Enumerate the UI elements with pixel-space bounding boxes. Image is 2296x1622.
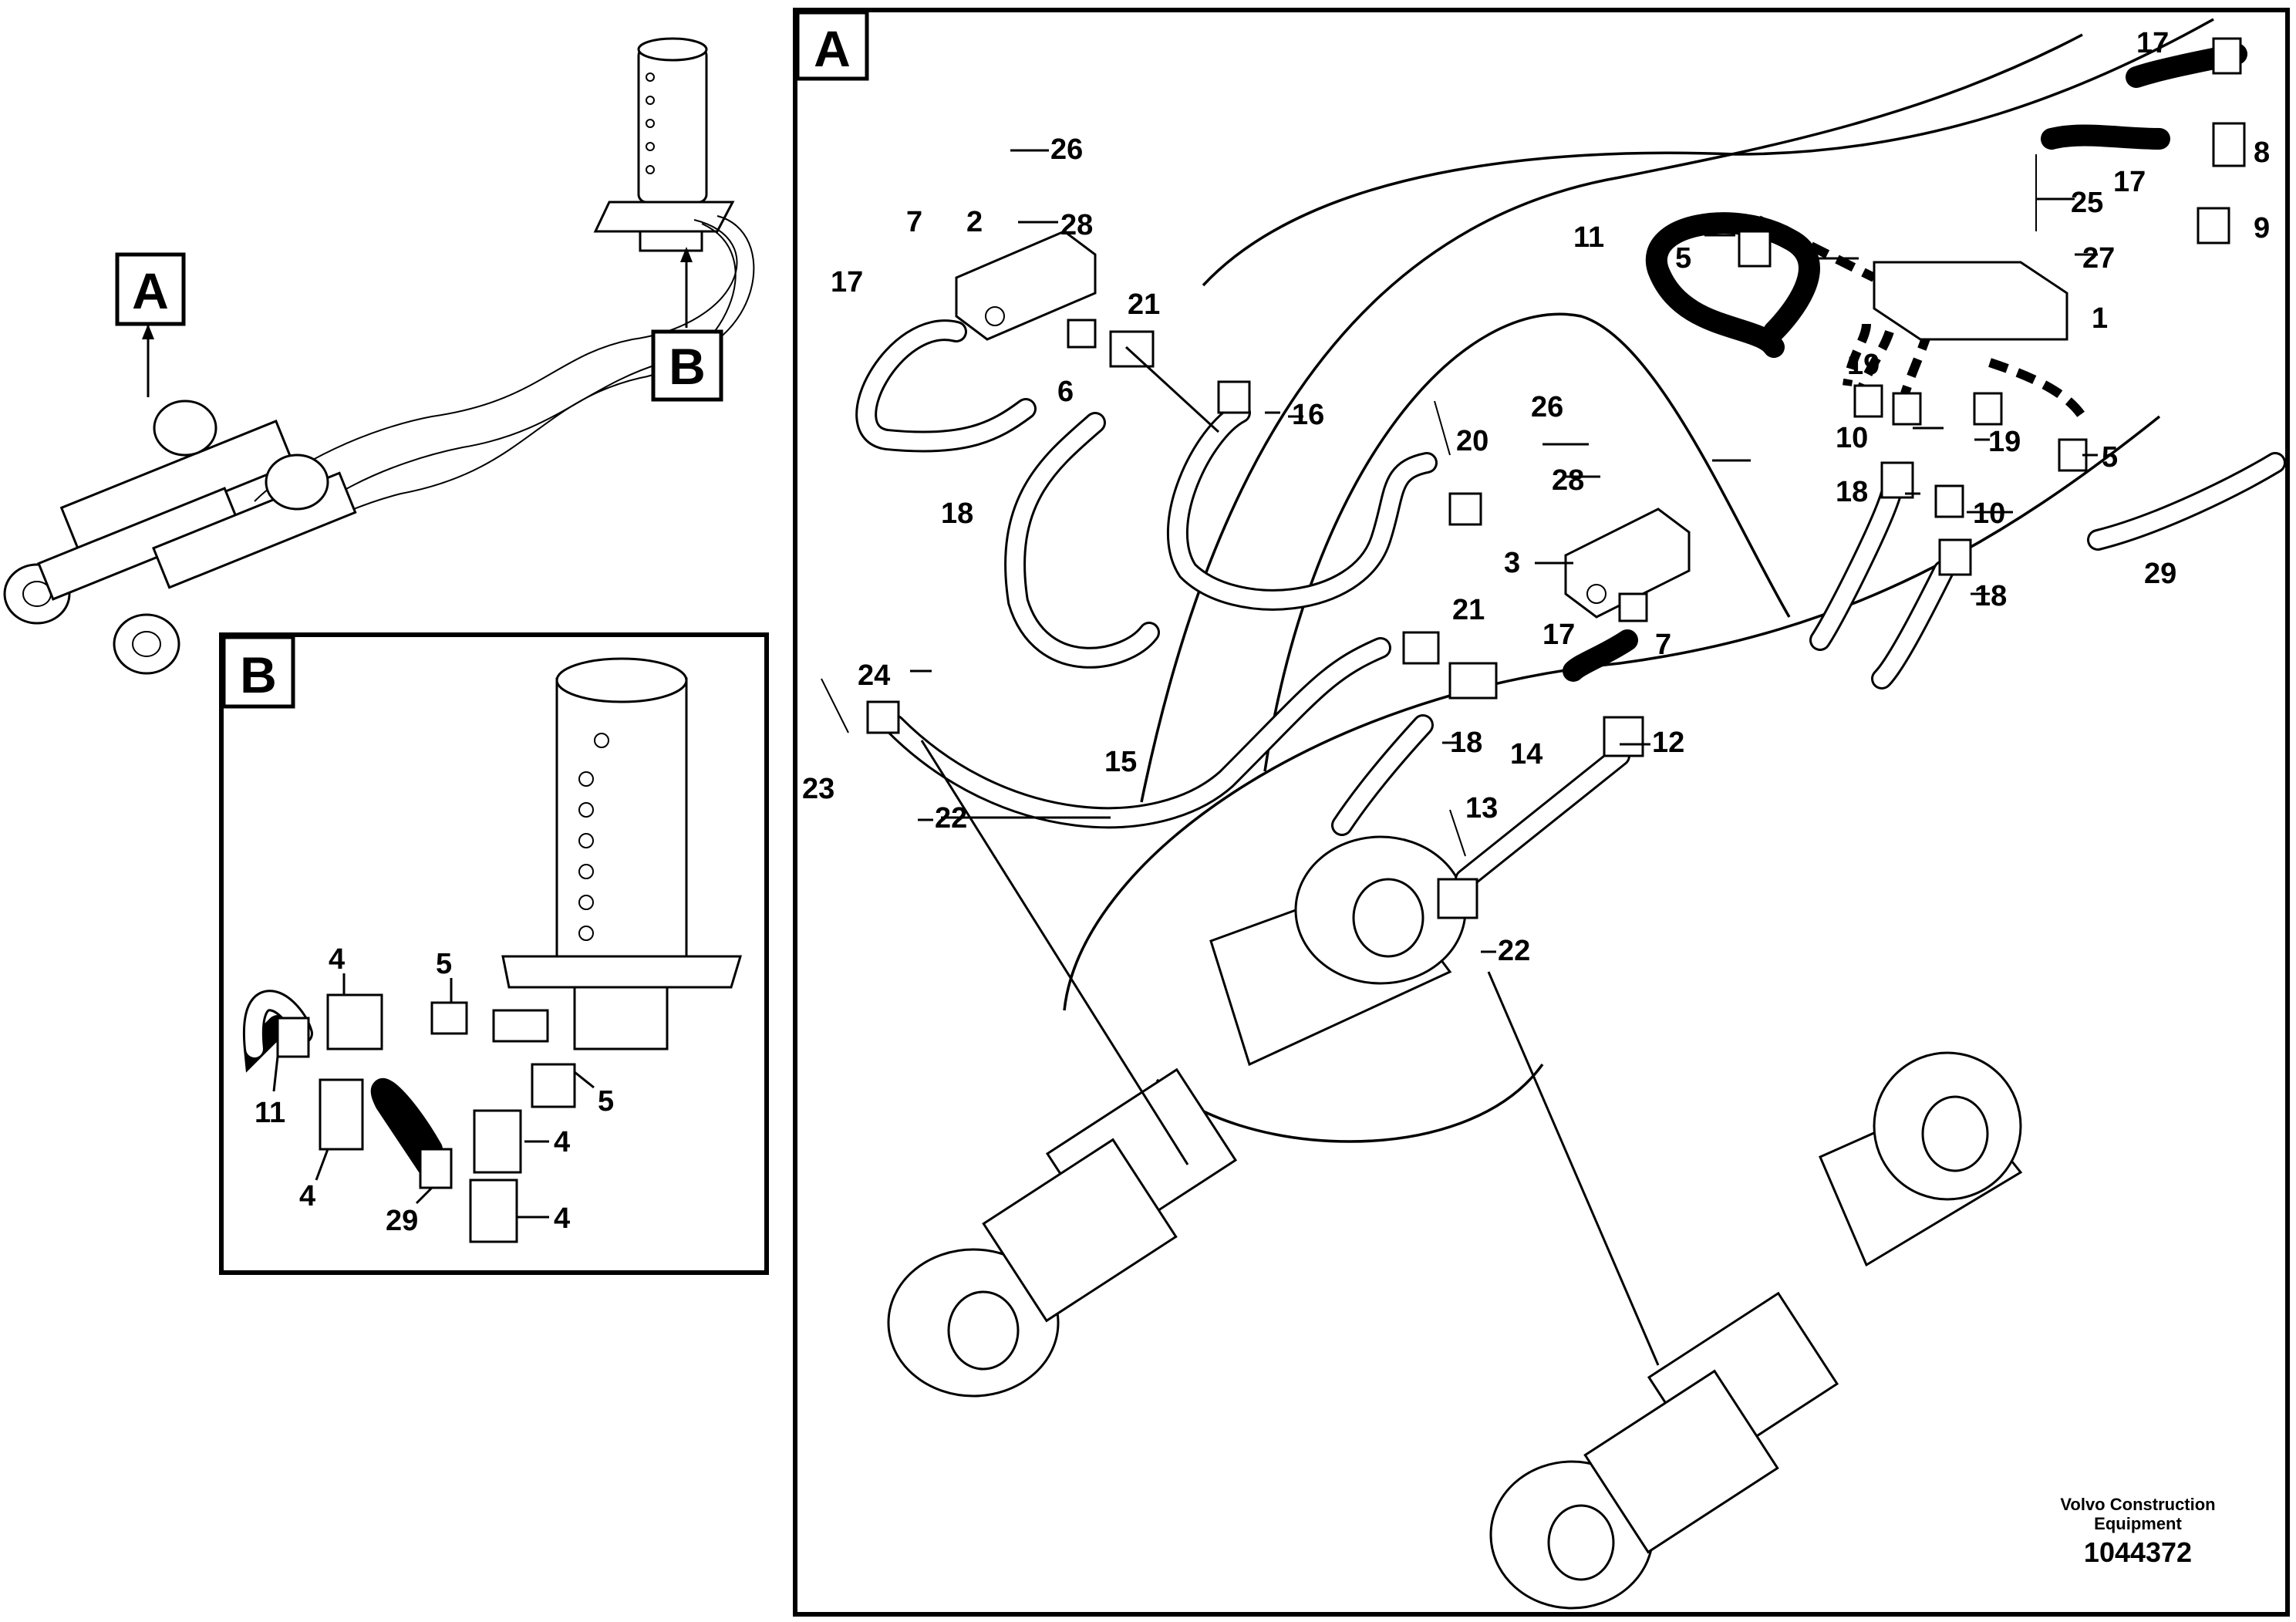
detail-a-callout-6: 5 <box>1675 242 1691 275</box>
detail-a-callout-8: 1 <box>2092 302 2108 335</box>
view-b-label-overview-text: B <box>669 338 706 395</box>
view-b-label-overview <box>651 329 723 402</box>
detail-b-title: B <box>240 646 277 703</box>
detail-a-callout-9: 26 <box>1050 133 1083 166</box>
cylinder-left <box>887 835 1467 1398</box>
detail-a-callout-40: 13 <box>1465 792 1498 824</box>
detail-a-callout-30: 7 <box>1655 629 1671 661</box>
detail-a-callout-27: 3 <box>1504 547 1520 579</box>
detail-b-callout-0: 4 <box>329 943 345 976</box>
detail-b-callout-6: 29 <box>386 1205 418 1237</box>
detail-a-callout-13: 17 <box>831 266 863 298</box>
detail-a-callout-26: 18 <box>941 497 973 530</box>
detail-a-callout-10: 28 <box>1060 209 1093 241</box>
detail-a-callout-17: 19 <box>1847 349 1880 381</box>
detail-a-callout-3: 25 <box>2071 187 2103 219</box>
detail-a-callout-34: 18 <box>1450 727 1482 759</box>
view-a-label-overview-text: A <box>132 262 169 319</box>
cylinder-right <box>1489 1051 2023 1610</box>
detail-a-callout-35: 14 <box>1510 738 1542 771</box>
detail-a: A <box>793 8 2290 1617</box>
detail-b-callout-4: 5 <box>598 1085 614 1118</box>
detail-a-callout-28: 29 <box>2144 558 2176 590</box>
detail-a-callout-41: 22 <box>1498 935 1530 967</box>
view-a-label-overview <box>115 252 186 326</box>
detail-a-callout-18: 10 <box>1836 422 1868 454</box>
brand-line-2: Equipment <box>2094 1514 2182 1533</box>
detail-a-callout-20: 5 <box>2102 441 2118 474</box>
detail-a-callout-37: 15 <box>1104 746 1137 778</box>
overview-drawing: A B <box>3 37 755 675</box>
detail-b-callout-1: 5 <box>436 948 452 980</box>
detail-a-title: A <box>814 20 851 77</box>
detail-a-callout-5: 11 <box>1573 221 1604 254</box>
detail-a-callout-16: 16 <box>1292 399 1324 431</box>
detail-a-callout-12: 2 <box>966 206 983 238</box>
detail-b: B 4 5 11 4 5 4 29 <box>219 632 769 1275</box>
detail-a-callout-29: 17 <box>1542 619 1575 651</box>
detail-a-callout-25: 28 <box>1552 464 1584 497</box>
detail-a-callout-15: 6 <box>1057 376 1074 408</box>
detail-b-callout-3: 4 <box>299 1180 315 1212</box>
detail-a-callout-14: 21 <box>1128 288 1160 321</box>
detail-a-callout-23: 26 <box>1531 391 1563 423</box>
detail-a-callout-39: 22 <box>935 802 967 835</box>
detail-a-callout-4: 9 <box>2254 212 2270 244</box>
detail-a-callout-11: 7 <box>906 206 922 238</box>
detail-a-callout-1: 8 <box>2254 137 2270 169</box>
detail-a-callout-7: 27 <box>2082 242 2115 275</box>
detail-a-callout-36: 12 <box>1652 727 1684 759</box>
detail-a-callout-21: 18 <box>1836 476 1868 508</box>
drawing-number: 1044372 <box>2084 1536 2192 1568</box>
detail-a-callout-22: 10 <box>1973 497 2005 530</box>
detail-a-callout-0: 17 <box>2136 27 2169 59</box>
detail-b-callout-5: 4 <box>554 1126 570 1158</box>
detail-b-callout-2: 11 <box>255 1097 285 1129</box>
brand-line-1: Volvo Construction <box>2060 1495 2215 1514</box>
detail-a-callout-31: 18 <box>1974 580 2007 612</box>
detail-a-callout-32: 21 <box>1452 594 1485 626</box>
detail-a-callout-19: 19 <box>1988 426 2021 458</box>
detail-a-callout-38: 23 <box>802 773 834 805</box>
detail-a-callout-24: 20 <box>1456 425 1489 457</box>
detail-b-callout-7: 4 <box>554 1202 570 1235</box>
detail-a-callout-2: 17 <box>2113 166 2146 198</box>
detail-a-callout-33: 24 <box>858 659 890 692</box>
